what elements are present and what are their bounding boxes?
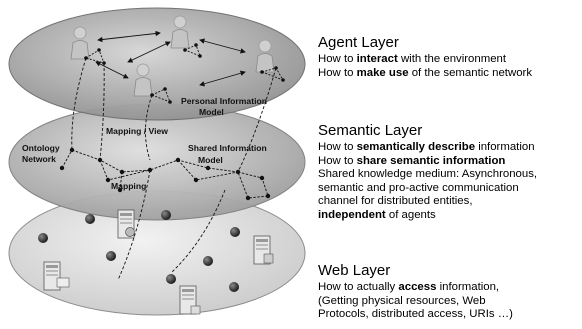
- personal-model-label-line2: Model: [199, 107, 224, 117]
- semantic-layer-description: Semantic Layer How to semantically descr…: [318, 122, 582, 223]
- web-resource-nodes: [38, 210, 240, 292]
- mapping-label: Mapping: [111, 181, 146, 191]
- semantic-layer-line-2: How to share semantic information: [318, 154, 506, 167]
- semantic-layer-line-6: independent of agents: [318, 208, 436, 221]
- server-icon-3: [179, 285, 201, 315]
- agent-layer-title: Agent Layer: [318, 34, 399, 51]
- personal-model-graphs: [84, 44, 285, 103]
- shared-model-label-line2: Model: [198, 155, 223, 165]
- agent-layer-description: Agent Layer How to interact with the env…: [318, 34, 582, 80]
- semantic-layer-title: Semantic Layer: [318, 122, 423, 139]
- ontology-network-nodes: [59, 147, 271, 201]
- shared-model-label-line1: Shared Information: [188, 143, 267, 153]
- web-layer-line-2: (Getting physical resources, Web: [318, 294, 486, 307]
- personal-model-label-line1: Personal Information: [181, 96, 267, 106]
- web-layer-line-1: How to actually access information,: [318, 281, 500, 293]
- mapping-view-links: [71, 57, 277, 281]
- agent-layer-line-2: How to make use of the semantic network: [318, 66, 533, 79]
- web-layer-title: Web Layer: [318, 262, 391, 279]
- semantic-layer-line-5: channel for distributed entities,: [318, 195, 473, 208]
- ontology-network-label-line2: Network: [22, 154, 56, 164]
- desktop-computer-icon: [43, 261, 70, 291]
- server-icon-1: [117, 209, 135, 239]
- semantic-layer-line-4: semantic and pro-active communication: [318, 181, 519, 194]
- ontology-network-label-line1: Ontology: [22, 143, 60, 153]
- agent-interaction-arrows: [95, 30, 246, 87]
- web-layer-description: Web Layer How to actually access informa…: [318, 262, 582, 322]
- agent-layer-line-1: How to interact with the environment: [318, 53, 507, 65]
- mapping-view-label: Mapping / View: [106, 126, 168, 136]
- semantic-layer-line-1: How to semantically describe information: [318, 141, 535, 153]
- web-layer-line-3: Protocols, distributed access, URIs …): [318, 308, 513, 321]
- semantic-layer-line-3: Shared knowledge medium: Asynchronous,: [318, 168, 538, 181]
- server-icon-2: [253, 235, 274, 265]
